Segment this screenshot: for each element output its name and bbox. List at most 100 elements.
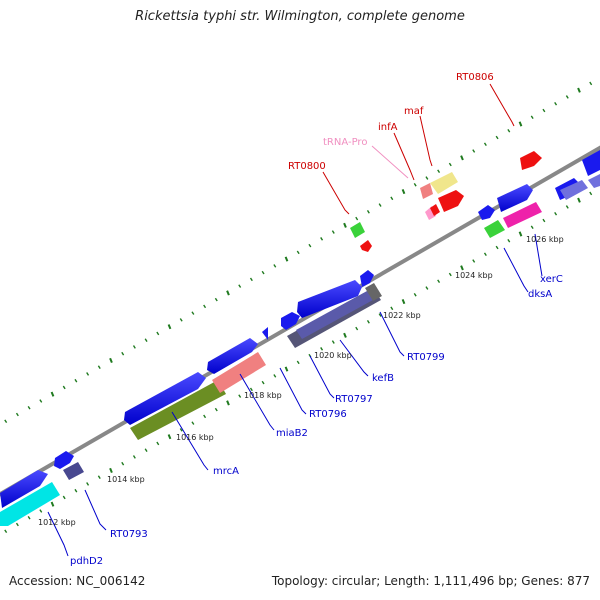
kbp-tick-label: 1022 kbp: [383, 311, 421, 320]
minor-tick: [542, 218, 546, 223]
minor-tick: [530, 225, 534, 230]
minor-tick: [366, 320, 370, 324]
features-bottom: [0, 283, 382, 526]
major-tick: [284, 256, 289, 262]
minor-tick: [179, 318, 183, 322]
gene-arrow: [0, 470, 48, 508]
gene-arrow: [484, 220, 505, 238]
tick-track-upper: [4, 81, 593, 424]
minor-tick: [249, 387, 253, 392]
kbp-tick-label: 1018 kbp: [244, 391, 282, 400]
gene-arrow: [478, 205, 495, 220]
gene-feature: [130, 380, 226, 440]
minor-tick: [238, 394, 242, 398]
minor-tick: [214, 297, 218, 302]
tick-track-lower: [4, 191, 593, 534]
major-tick: [343, 332, 347, 338]
major-tick: [284, 366, 289, 372]
minor-tick: [214, 407, 218, 412]
minor-tick: [530, 115, 534, 120]
minor-tick: [62, 385, 66, 390]
minor-tick: [483, 252, 487, 257]
gene-label-tRNA-Pro: tRNA-Pro: [323, 137, 367, 148]
major-tick: [50, 391, 55, 397]
minor-tick: [4, 529, 8, 534]
minor-tick: [191, 311, 195, 315]
minor-tick: [472, 259, 476, 263]
minor-tick: [589, 81, 593, 86]
gene-label-infA: infA: [378, 122, 398, 133]
major-tick: [460, 265, 464, 271]
gene-arrow: [497, 184, 533, 212]
gene-arrow: [582, 150, 600, 176]
minor-tick: [378, 313, 382, 317]
gene-feature: [212, 352, 266, 393]
gene-label-RT0799: RT0799: [407, 352, 445, 363]
genome-summary-text: Topology: circular; Length: 1,111,496 bp…: [271, 574, 590, 588]
gene-label-RT0793: RT0793: [110, 529, 148, 540]
features-top: [0, 150, 600, 508]
gene-arrow-small: [262, 327, 268, 340]
minor-tick: [144, 338, 148, 342]
major-tick: [226, 290, 230, 296]
gene-arrow: [360, 240, 372, 252]
minor-tick: [15, 522, 19, 527]
kbp-tick-label: 1026 kbp: [526, 235, 564, 244]
gene-arrow: [360, 270, 374, 287]
gene-arrow: [430, 204, 440, 216]
minor-tick: [132, 455, 136, 459]
minor-tick: [308, 243, 312, 248]
gene-arrow: [520, 151, 542, 170]
minor-tick: [156, 441, 160, 446]
minor-tick: [15, 412, 19, 417]
minor-tick: [472, 149, 476, 153]
gene-label-xerC: xerC: [540, 274, 563, 285]
minor-tick: [355, 216, 359, 221]
kbp-tick-label: 1020 kbp: [314, 351, 352, 360]
leader-lines: [47, 83, 543, 557]
gene-feature: [503, 202, 542, 228]
minor-tick: [74, 488, 78, 493]
minor-tick: [86, 482, 90, 486]
gene-label-RT0797: RT0797: [335, 394, 373, 405]
minor-tick: [273, 264, 277, 268]
major-tick: [226, 400, 230, 406]
minor-tick: [320, 237, 324, 241]
gene-label-pdhD2: pdhD2: [70, 556, 103, 567]
minor-tick: [273, 374, 277, 378]
top-labels: RT0800 tRNA-Pro infA maf RT0806: [288, 72, 494, 172]
gene-feature: [560, 180, 588, 200]
minor-tick: [39, 509, 43, 513]
kbp-tick-label: 1016 kbp: [176, 433, 214, 442]
gene-label-RT0806: RT0806: [456, 72, 494, 83]
minor-tick: [86, 372, 90, 376]
major-tick: [460, 155, 464, 161]
minor-tick: [483, 142, 487, 147]
gene-label-mrcA: mrcA: [213, 466, 239, 477]
major-tick: [167, 434, 172, 440]
accession-text: Accession: NC_006142: [9, 574, 146, 588]
minor-tick: [261, 270, 265, 275]
gene-label-dksA: dksA: [528, 289, 552, 300]
minor-tick: [554, 101, 558, 106]
minor-tick: [331, 230, 335, 234]
minor-tick: [448, 272, 452, 277]
kbp-tick-label: 1012 kbp: [38, 518, 76, 527]
minor-tick: [378, 203, 382, 207]
minor-tick: [589, 191, 593, 196]
minor-tick: [565, 95, 569, 99]
minor-tick: [62, 495, 66, 500]
kbp-tick-label: 1014 kbp: [107, 475, 145, 484]
minor-tick: [320, 347, 324, 351]
major-tick: [518, 231, 523, 237]
kbp-tick-labels: 1012 kbp 1014 kbp 1016 kbp 1018 kbp 1020…: [38, 235, 564, 527]
major-tick: [343, 222, 347, 228]
page-title: Rickettsia typhi str. Wilmington, comple…: [135, 9, 465, 24]
trna-feature: [350, 222, 365, 238]
minor-tick: [542, 108, 546, 113]
gene-feature: [63, 462, 84, 480]
minor-tick: [97, 365, 101, 369]
minor-tick: [495, 245, 499, 250]
gene-arrow: [54, 451, 74, 469]
